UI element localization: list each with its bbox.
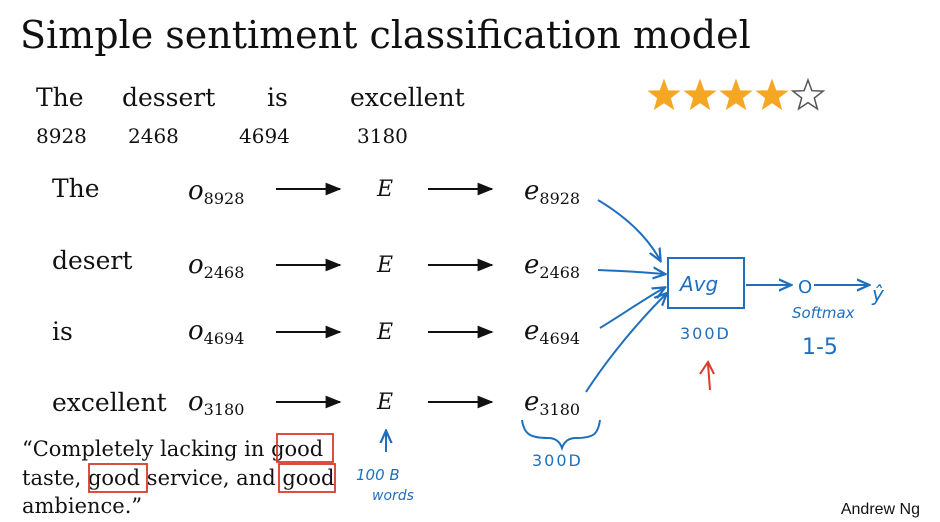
onehot-vector: o8928 <box>188 176 244 208</box>
arrow-icon <box>599 288 664 329</box>
star-filled-icon <box>719 78 753 111</box>
sentence-word: The <box>36 83 84 112</box>
good-highlight <box>276 433 334 463</box>
word-index: 4694 <box>239 124 290 148</box>
pipeline-row: The o8928 E e8928 <box>52 174 580 208</box>
embedding-vector: e8928 <box>524 176 580 208</box>
star-filled-icon <box>647 78 681 111</box>
good-highlight <box>88 463 148 493</box>
sentence-word: excellent <box>350 83 465 112</box>
output-node: O <box>798 277 812 298</box>
good-highlight <box>278 463 336 493</box>
review-quote: “Completely lacking in good taste, good … <box>22 433 336 518</box>
review-line: “Completely lacking in good <box>22 437 323 461</box>
softmax-label: Softmax <box>792 304 855 322</box>
sentence-word: is <box>267 83 288 112</box>
onehot-vector: o2468 <box>188 250 244 282</box>
arrow-icon <box>597 270 664 274</box>
embedding-matrix: E <box>376 390 393 415</box>
onehot-vector: o3180 <box>188 387 244 419</box>
star-empty-icon <box>790 77 826 111</box>
author-credit: Andrew Ng <box>841 501 920 518</box>
arrow-icon <box>597 199 660 260</box>
onehot-vector: o4694 <box>188 316 244 348</box>
avg-label: Avg <box>678 272 718 296</box>
pipeline-row: excellent o3180 E e3180 <box>52 387 580 419</box>
embedding-vector: e4694 <box>524 316 580 348</box>
star-filled-icon <box>683 78 717 111</box>
softmax-range: 1-5 <box>802 335 838 360</box>
output-yhat: ŷ <box>871 282 885 306</box>
embedding-vector: e3180 <box>524 387 580 419</box>
red-arrow-icon <box>707 363 711 391</box>
embedding-matrix: E <box>376 320 393 345</box>
row-word: The <box>52 174 100 203</box>
sentence-word: dessert <box>122 83 215 112</box>
review-line: ambience.” <box>22 494 142 518</box>
avg-box <box>667 257 745 309</box>
embedding-dimension: 300D <box>532 451 583 470</box>
corpus-size: 100 B <box>356 466 400 484</box>
embedding-matrix: E <box>376 177 393 202</box>
star-filled-icon <box>755 78 789 111</box>
red-arrow-head-icon <box>699 360 715 375</box>
review-line: taste, good service, and good <box>22 466 335 490</box>
handwritten-annotations: Avg O ŷ Softmax 1-5 300D 300D 100 B word… <box>356 199 885 504</box>
corpus-unit: words <box>372 488 414 504</box>
brace-icon <box>521 419 601 452</box>
star-rating <box>647 77 826 111</box>
avg-dimension: 300D <box>680 324 731 343</box>
row-word: is <box>52 317 73 346</box>
pipeline-row: desert o2468 E e2468 <box>52 246 580 282</box>
embedding-vector: e2468 <box>524 250 580 282</box>
slide-title: Simple sentiment classification model <box>20 13 751 57</box>
word-index: 2468 <box>128 124 179 148</box>
row-word: desert <box>52 246 132 275</box>
row-word: excellent <box>52 388 167 417</box>
pipeline-row: is o4694 E e4694 <box>52 316 580 348</box>
word-index: 3180 <box>357 124 408 148</box>
embedding-matrix: E <box>376 253 393 278</box>
word-index: 8928 <box>36 124 87 148</box>
arrow-icon <box>585 294 666 393</box>
